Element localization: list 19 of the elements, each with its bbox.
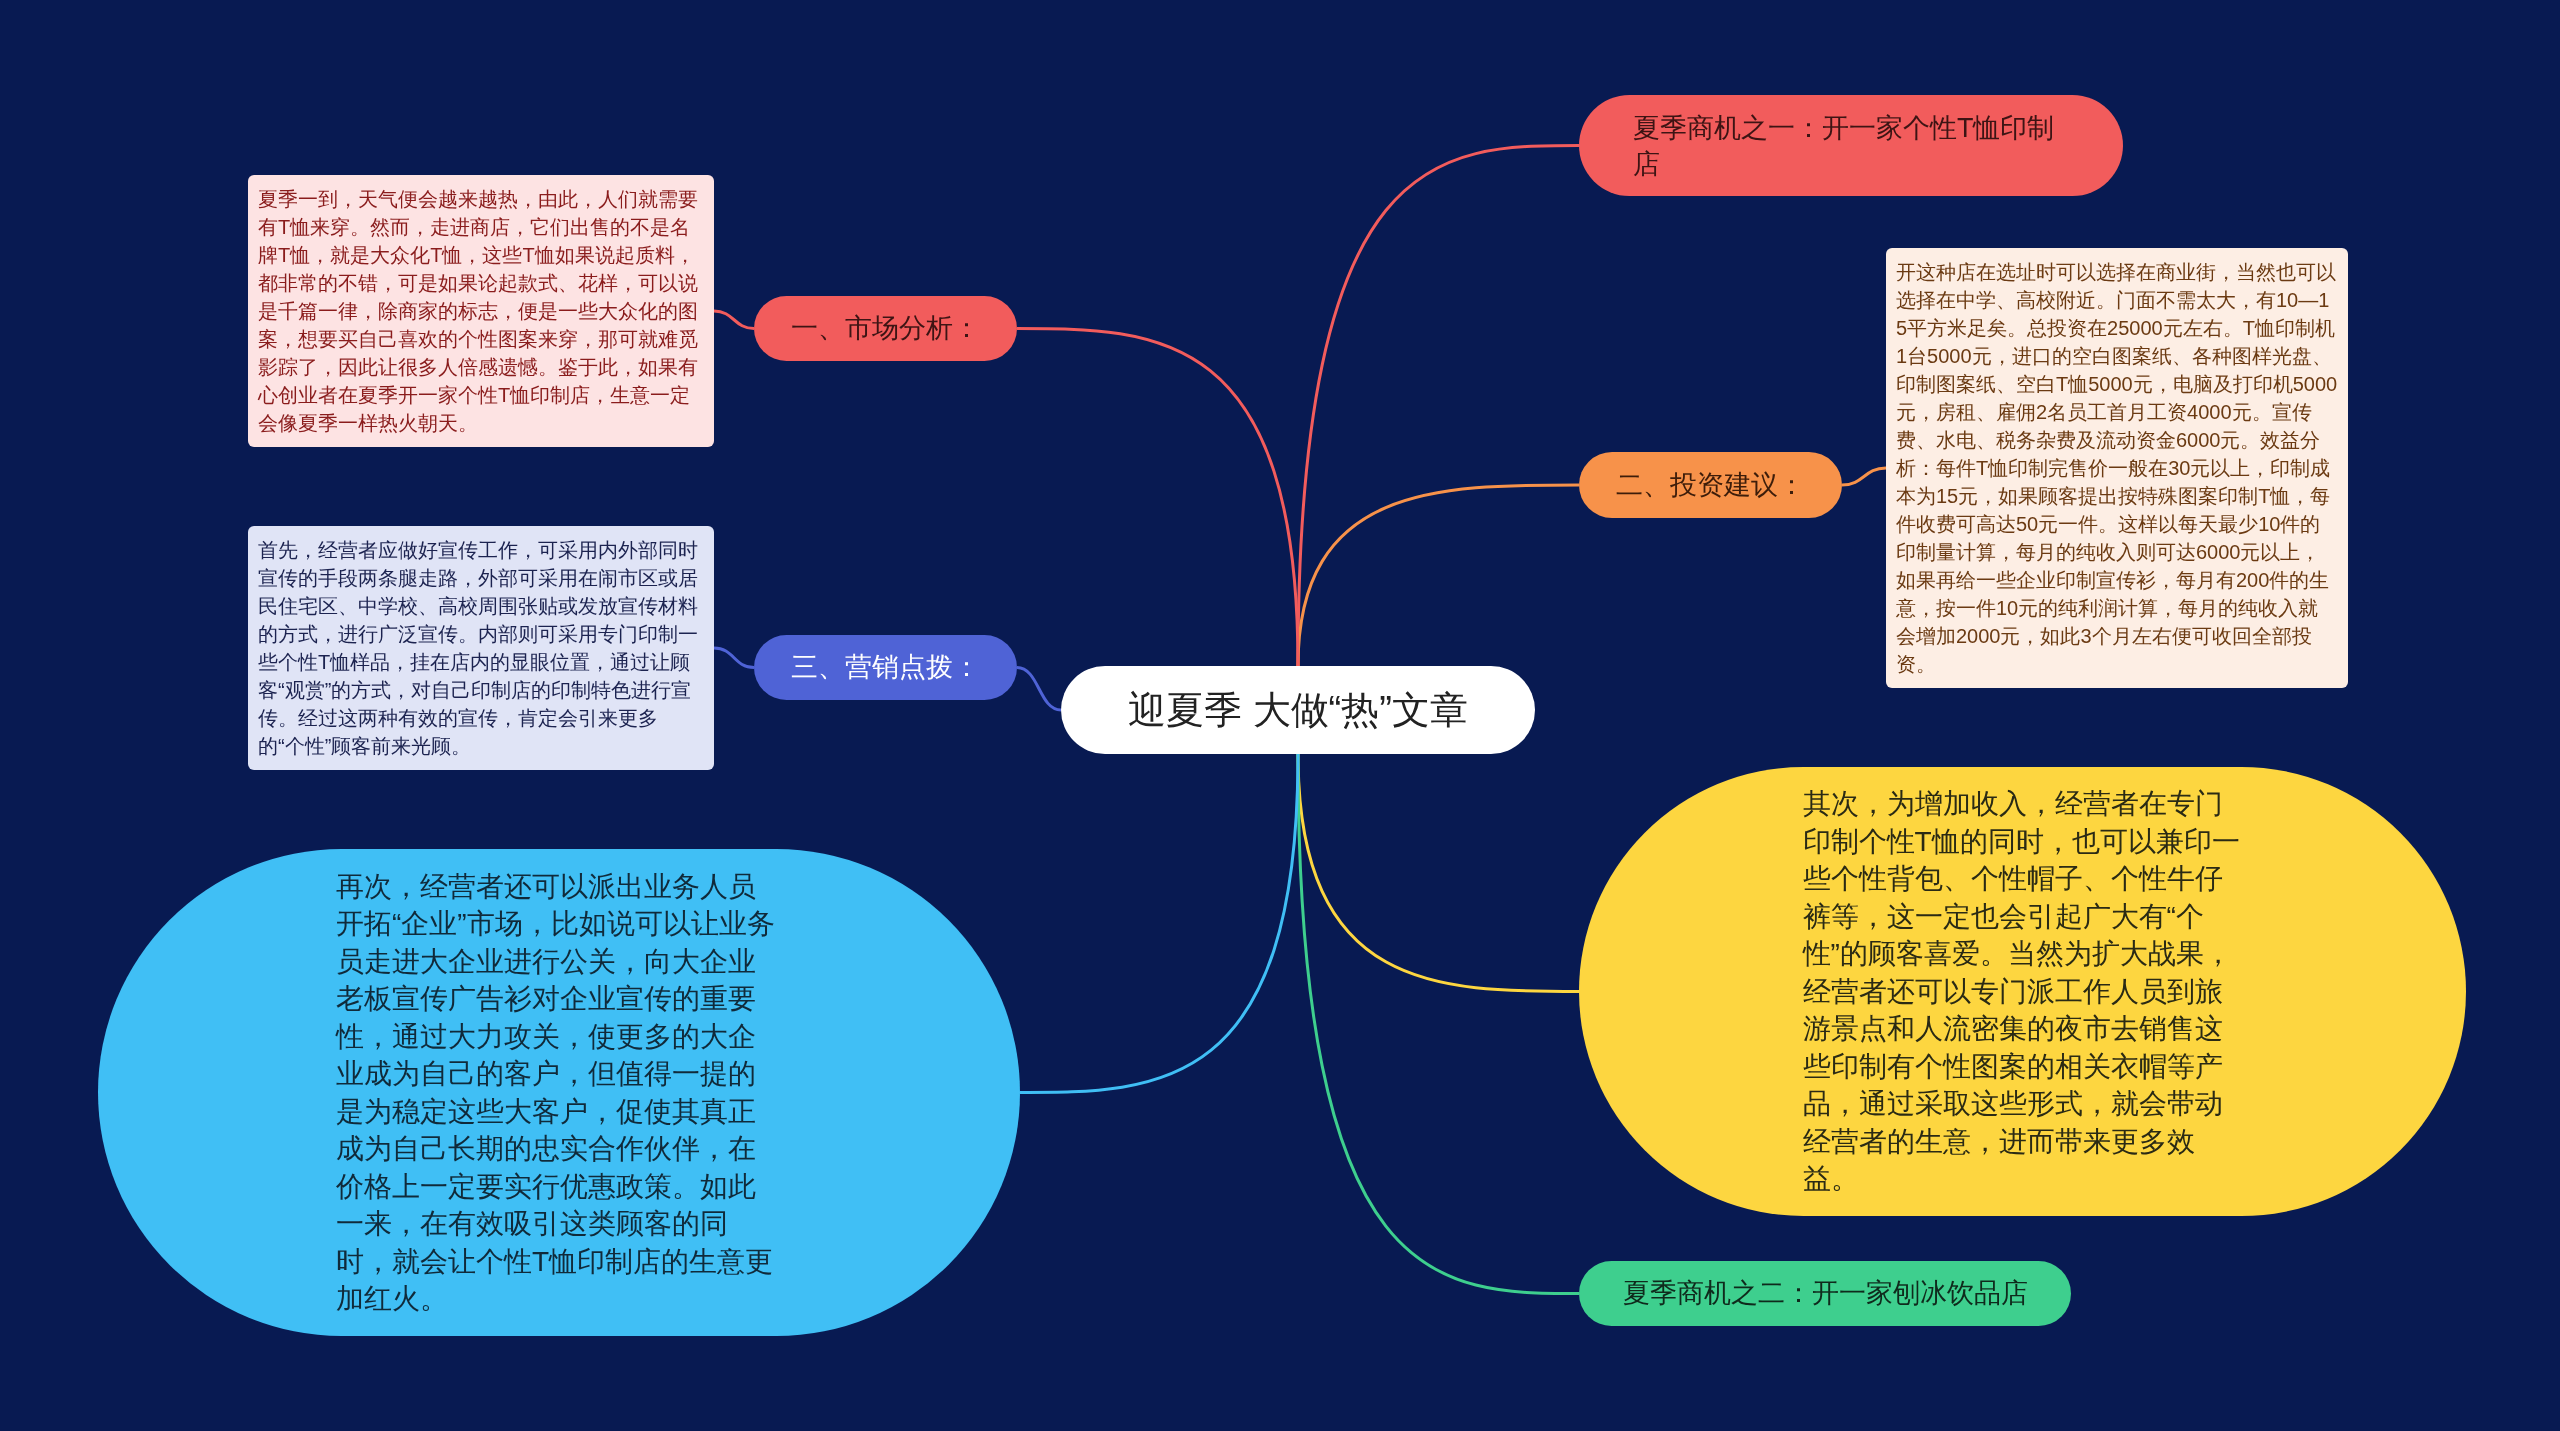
branch-line <box>713 309 755 330</box>
idea-text: 再次，经营者还可以派出业务人员开拓“企业”市场，比如说可以让业务员走进大企业进行公关，向大企业老板宣传广告衫对企业宣传的重要性，通过大力攻关，使更多的大企业成为自己的客户，但值得一提的是为稳定这些大客户，促使其真正成为自己长期的忠实合作伙伴，在价格上一定要实行优惠政策。如此一来，在有效吸引这类顾客的同时，就会让个性T恤印制店的生意更加红火。 <box>336 869 776 1316</box>
branch-line <box>1841 466 1887 487</box>
topic-text: 夏季商机之一：开一家个性T恤印制店 <box>1633 111 2056 181</box>
note-text: 首先，经营者应做好宣传工作，可采用内外部同时宣传的手段两条腿走路，外部可采用在闹市区或居民住宅区、中学校、高校周围张贴或发放宣传材料的方式，进行广泛宣传。内部则可采用专门印制一些个性T恤样品，挂在店内的显眼位置，通过让顾客“观赏”的方式，对自己印制店的印制特色进行宣传。经过这两种有效的宣传，肯定会引来更多的“个性”顾客前来光顾。 <box>258 538 699 759</box>
topic-text: 夏季商机之二：开一家刨冰饮品店 <box>1622 1277 2028 1311</box>
note-text: 开这种店在选址时可以选择在商业街，当然也可以选择在中学、高校附近。门面不需太大，有10—15平方米足矣。总投资在25000元左右。T恤印制机1台5000元，进口的空白图案纸、各种图样光盘、印制图案纸、空白T恤5000元，电脑及打印机5000元，房租、雇佣2名员工首月工资4000元。宣传费、水电、税务杂费及流动资金6000元。效益分析：每件T恤印制完售价一般在30元以上，印制成本为15元，如果顾客提出按特殊图案印制T恤，每件收费可高达50元一件。这样以每天最少10件的印制量计算，每月的纯收入则可达6000元以上，如果再给一些企业印制宣传衫，每月有200件的生意，按一件10元的纯利润计算，每月的纯收入就会增加2000元，如此3个月左右便可收回全部投资。 <box>1896 260 2338 677</box>
topic-text: 二、投资建议： <box>1616 468 1805 502</box>
topic-text: 一、市场分析： <box>791 312 980 346</box>
idea-text: 其次，为增加收入，经营者在专门印制个性T恤的同时，也可以兼印一些个性背包、个性帽子、个性牛仔裤等，这一定也会引起广大有“个性”的顾客喜爱。当然为扩大战果，经营者还可以专门派工作人员到旅游景点和人流密集的夜市去销售这些印制有个性图案的相关衣帽等产品，通过采取这些形式，就会带动经营者的生意，进而带来更多效益。 <box>1802 787 2241 1197</box>
branch-line <box>1020 753 1300 1094</box>
branch-line <box>1017 327 1300 667</box>
branch-line <box>1296 753 1579 1295</box>
topic-text: 迎夏季 大做“热”文章 <box>1128 687 1468 733</box>
branch-line <box>1016 666 1062 712</box>
branch-line <box>1296 483 1579 667</box>
topic-text: 三、营销点拨： <box>791 651 980 685</box>
branch-line <box>713 646 755 669</box>
note-text: 夏季一到，天气便会越来越热，由此，人们就需要有T恤来穿。然而，走进商店，它们出售的不是名牌T恤，就是大众化T恤，这些T恤如果说起质料，都非常的不错，可是如果论起款式、花样，可以说是千篇一律，除商家的标志，便是一些大众化的图案，想要买自己喜欢的个性图案来穿，那可就难觅影踪了，因此让很多人倍感遗憾。鉴于此，如果有心创业者在夏季开一家个性T恤印制店，生意一定会像夏季一样热火朝天。 <box>258 187 699 436</box>
